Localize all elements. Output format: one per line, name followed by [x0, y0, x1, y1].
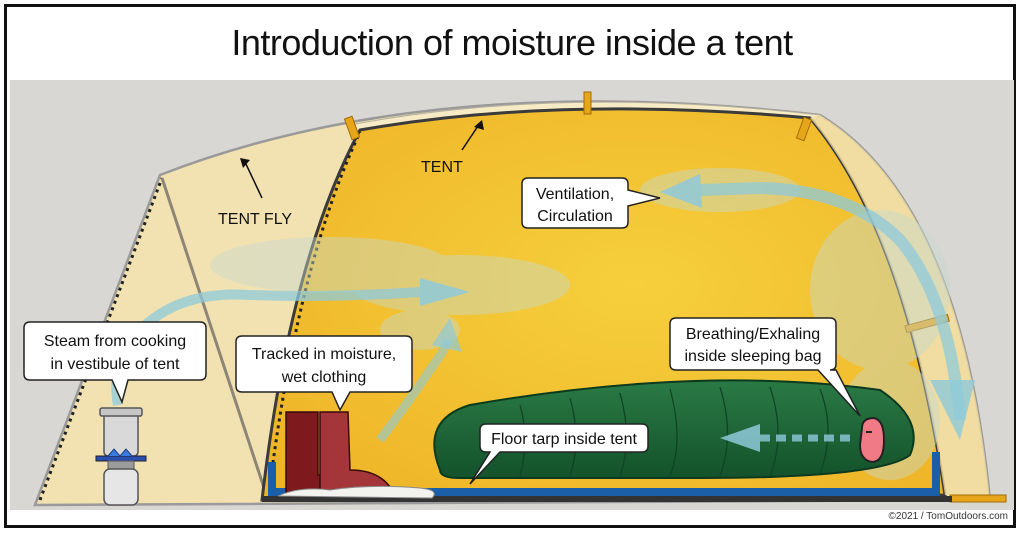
- floor-callout-line-1: Floor tarp inside tent: [491, 431, 637, 448]
- camp-stove: [95, 407, 147, 506]
- ventilation-callout-line-2: Circulation: [537, 208, 613, 225]
- pole-clip: [343, 115, 361, 141]
- pole-clip: [583, 91, 592, 115]
- tent-pointer-head: [474, 120, 484, 130]
- vestibule-door-zipper: [38, 177, 164, 501]
- steam-callout-line-2: in vestibule of tent: [51, 356, 181, 373]
- tracked-callout-line-1: Tracked in moisture,: [252, 346, 396, 363]
- floor-tarp-callout: Floor tarp inside tent: [469, 423, 649, 485]
- steam-airflow-arrowhead: [420, 278, 470, 306]
- ventilation-down-arrowhead: [930, 380, 975, 440]
- breathing-callout: Breathing/Exhaling inside sleeping bag: [669, 317, 861, 417]
- ventilation-callout-line-1: Ventilation,: [536, 186, 614, 203]
- breathing-callout-line-1: Breathing/Exhaling: [686, 326, 820, 343]
- tent-fly-label: TENT FLY: [218, 211, 292, 228]
- breathing-callout-line-2: inside sleeping bag: [685, 348, 822, 365]
- tent-pointer: [461, 125, 479, 151]
- tent-fly-pointer: [244, 161, 263, 199]
- tent-fly-pointer-head: [240, 158, 250, 168]
- steam-callout-line-1: Steam from cooking: [44, 333, 186, 350]
- tracked-moisture-airflow-arrowhead: [432, 318, 462, 352]
- steam-callout: Steam from cooking in vestibule of tent: [23, 321, 207, 405]
- breath-airflow-arrowhead: [720, 424, 760, 452]
- pole-clip: [949, 494, 1007, 503]
- copyright-text: ©2021 / TomOutdoors.com: [889, 511, 1008, 522]
- wet-boot: [277, 411, 435, 499]
- diagram-title: Introduction of moisture inside a tent: [231, 22, 793, 63]
- ventilation-callout: Ventilation, Circulation: [521, 177, 661, 229]
- sleeping-bag: [433, 379, 915, 479]
- vestibule-pole: [160, 177, 270, 501]
- sleeper-face: [858, 416, 886, 464]
- pole-clip: [795, 116, 813, 142]
- ventilation-airflow-arrow: [699, 181, 966, 421]
- tent-floor: [262, 496, 952, 502]
- tracked-callout-line-2: wet clothing: [281, 369, 367, 386]
- tent-label: TENT: [421, 159, 463, 176]
- ventilation-airflow-arrowhead: [660, 174, 702, 208]
- tracked-moisture-callout: Tracked in moisture, wet clothing: [235, 335, 413, 412]
